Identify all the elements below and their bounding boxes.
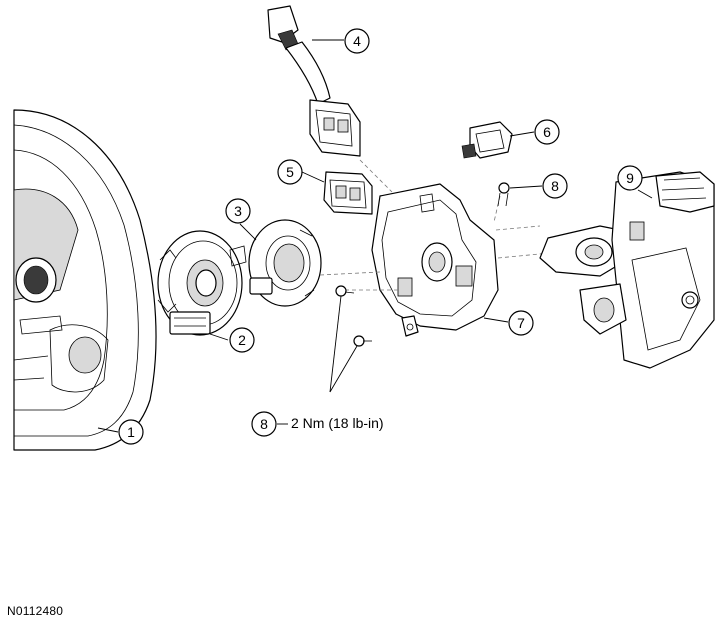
alignment-line bbox=[359, 159, 393, 193]
svg-text:1: 1 bbox=[127, 424, 135, 440]
screw-lower-1 bbox=[335, 285, 355, 297]
callout-8-upper: 8 bbox=[542, 173, 568, 199]
svg-text:6: 6 bbox=[543, 124, 551, 140]
figure-id: N0112480 bbox=[7, 604, 64, 618]
alignment-line bbox=[319, 271, 381, 276]
svg-text:3: 3 bbox=[234, 203, 242, 219]
callout-6: 6 bbox=[534, 119, 560, 145]
svg-text:7: 7 bbox=[517, 315, 525, 331]
callout-1: 1 bbox=[118, 419, 144, 445]
screw-lower-2 bbox=[353, 335, 372, 347]
callout-4: 4 bbox=[344, 28, 370, 54]
callout-3: 3 bbox=[225, 198, 251, 224]
svg-text:2: 2 bbox=[238, 332, 246, 348]
svg-text:8: 8 bbox=[260, 416, 268, 432]
callout-9: 9 bbox=[617, 165, 643, 191]
torque-spec-label: 2 Nm (18 lb-in) bbox=[291, 415, 384, 431]
callout-7: 7 bbox=[508, 310, 534, 336]
screw-upper bbox=[497, 182, 510, 207]
multifunction-switch-stalk bbox=[267, 5, 361, 157]
steering-wheel bbox=[13, 109, 157, 451]
steering-column-bracket bbox=[371, 183, 499, 337]
svg-text:4: 4 bbox=[353, 33, 361, 49]
alignment-line bbox=[495, 225, 541, 231]
callout-2: 2 bbox=[229, 327, 255, 353]
steering-angle-sensor bbox=[248, 219, 322, 307]
svg-text:8: 8 bbox=[551, 178, 559, 194]
alignment-line bbox=[493, 195, 501, 223]
svg-text:9: 9 bbox=[626, 170, 634, 186]
callout-8-lower: 8 bbox=[251, 411, 277, 437]
ignition-switch-connector bbox=[461, 121, 513, 159]
leader-lines bbox=[97, 39, 653, 433]
steering-column bbox=[539, 171, 715, 369]
clockspring bbox=[157, 230, 247, 336]
svg-text:5: 5 bbox=[286, 164, 294, 180]
callout-5: 5 bbox=[277, 159, 303, 185]
switch-module bbox=[323, 171, 373, 215]
